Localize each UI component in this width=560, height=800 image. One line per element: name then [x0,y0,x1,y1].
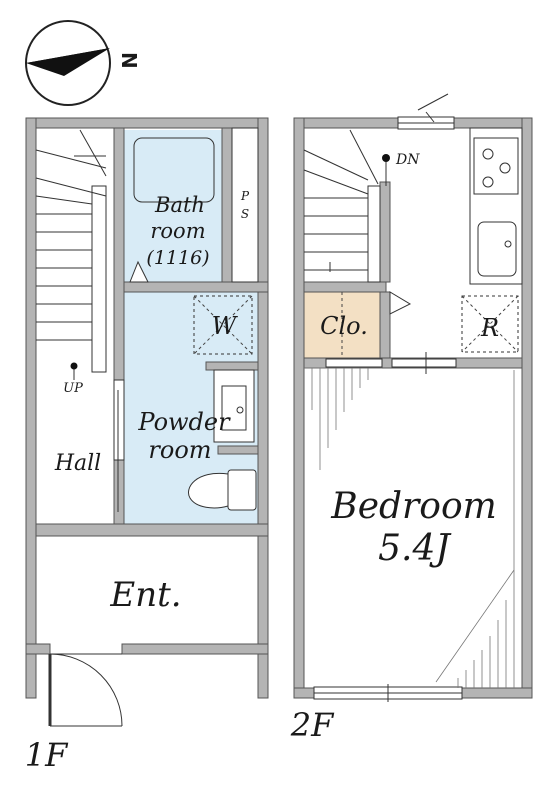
f1-wall-stair [113,127,125,381]
stair-up-dot-icon [70,362,78,370]
toilet-bowl-icon [188,472,229,509]
burner-3-icon [482,176,494,188]
kitchen-faucet-icon [504,240,512,248]
bedroom-door-panel [391,358,457,368]
entrance-label: Ent. [109,575,181,615]
bath-label-line2: room [150,219,205,243]
f1-wall-top [25,117,269,129]
refrigerator-space [461,295,519,353]
ps-shaft [231,127,259,283]
bathroom-area [124,130,222,282]
burner-1-icon [482,148,494,160]
bedroom-hatch-right [435,370,515,688]
bath-label-line1: Bath [154,193,205,217]
f1-wall-sink [205,361,259,371]
closet-door-icon [389,291,412,315]
refrigerator-label: R [480,314,499,342]
washer-label: W [212,312,239,340]
sink-basin-icon [221,385,247,431]
powder-label-line2: room [148,436,211,464]
toilet-tank-icon [227,469,257,511]
f1-wall-bottom-left [25,643,51,655]
stair-down-label: DN [395,152,420,168]
bath-label-line3: (1116) [146,247,209,269]
f1-wall-entrance-top [35,523,269,537]
f2-staircase [303,129,390,283]
ps-label-line2: S [241,207,249,221]
bedroom-label: Bedroom [330,486,497,527]
closet-door-panel [325,358,383,368]
f1-staircase [35,129,107,380]
floor-1: Bath room (1116) P S W Powder room Hall … [25,117,269,774]
kitchen-counter [469,127,523,285]
f2-wall-stair-bottom [303,281,387,293]
floor-1-label: 1F [25,736,69,774]
f1-wall-hall [113,459,125,525]
bedroom-size-label: 5.4J [378,528,452,569]
bedroom-hatch-left [304,367,382,470]
toilet-wall [217,445,259,455]
faucet-icon [236,406,244,414]
f1-stair-rail [91,185,107,373]
f2-stair-rail [367,185,381,283]
f1-wall-bath-bottom [123,281,269,293]
f2-wall-left [293,117,305,699]
compass-north-label: N [117,52,141,69]
f1-wall-bottom-right [121,643,269,655]
washer-space [193,295,253,355]
stair-up-label: UP [63,381,83,396]
closet-label: Clo. [320,312,368,340]
bath-door-icon [129,260,149,283]
hall-label: Hall [54,451,101,476]
f1-wall-left [25,117,37,699]
kitchen-sink-icon [477,221,517,277]
burner-2-icon [499,162,511,174]
entrance-door [48,653,123,727]
f2-wall-right [521,117,533,699]
floor-2-label: 2F [290,706,335,744]
bathtub-icon [133,137,215,203]
stair-down-dot-icon [382,154,390,162]
floor-2: DN Clo. R Bedroom 5.4J 2F [290,93,533,744]
compass-needle-shadow [26,48,110,76]
ps-label-line1: P [240,189,250,203]
stove-icon [473,137,519,195]
compass: N [25,20,141,106]
hall-door [113,379,125,461]
f1-wall-ps-left [221,127,233,287]
f2-wall-stair-right [379,181,391,283]
powder-label-line1: Powder [137,408,231,436]
f2-wall-closet-right [379,291,391,359]
f1-wall-right [257,117,269,699]
